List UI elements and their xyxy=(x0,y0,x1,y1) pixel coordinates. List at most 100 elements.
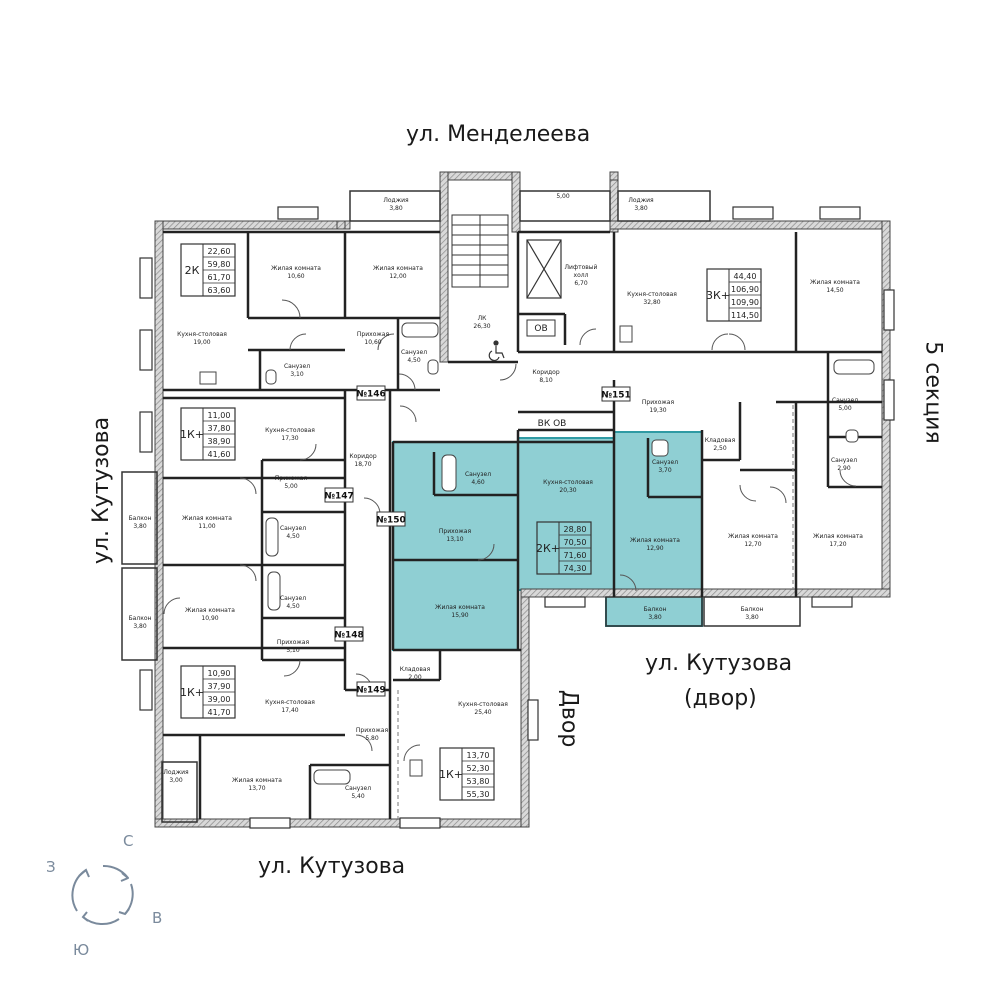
room-area: 18,70 xyxy=(354,461,371,468)
ob-label: ОВ xyxy=(534,324,547,334)
room-name: Жилая комната xyxy=(373,265,423,272)
room-area: 5,00 xyxy=(556,193,570,200)
doors xyxy=(163,299,857,762)
room-area: 15,90 xyxy=(451,612,468,619)
room-area: 5,10 xyxy=(286,647,300,654)
room-area: 12,00 xyxy=(389,273,406,280)
room-area: 2,50 xyxy=(713,445,727,452)
room-area: 25,40 xyxy=(474,709,491,716)
card-area: 109,90 xyxy=(731,298,759,307)
room-area: 3,80 xyxy=(648,614,662,621)
wheelchair-icon xyxy=(488,340,505,361)
apartment-tag[interactable]: №150 xyxy=(376,511,406,527)
room-name: Санузел xyxy=(280,595,306,602)
room-area: 5,80 xyxy=(365,735,379,742)
room-name: Прихожая xyxy=(277,639,310,646)
card-area: 63,60 xyxy=(208,286,231,295)
room-name: Кладовая xyxy=(400,666,431,673)
street-north: ул. Менделеева xyxy=(406,122,591,147)
room-area: 2,00 xyxy=(408,674,422,681)
room-name: Жилая комната xyxy=(630,537,680,544)
stairs xyxy=(451,214,509,288)
room-name: Санузел xyxy=(401,349,427,356)
street-west: ул. Кутузова xyxy=(89,416,115,565)
compass-east: В xyxy=(152,909,163,927)
room-name: Жилая комната xyxy=(435,604,485,611)
room-area: 3,00 xyxy=(169,777,183,784)
room-name: Прихожая xyxy=(357,331,390,338)
room-area: 3,80 xyxy=(133,623,147,630)
utility-labels: ОВ ВК ОВ xyxy=(526,319,567,429)
outer-walls xyxy=(154,171,891,828)
room-area: 5,00 xyxy=(838,405,852,412)
room-area: 17,30 xyxy=(281,435,298,442)
card-area: 59,80 xyxy=(208,260,231,269)
compass-south: Ю xyxy=(73,941,90,959)
card-area: 37,90 xyxy=(208,682,231,691)
card-area: 53,80 xyxy=(467,777,490,786)
room-name: Прихожая xyxy=(642,399,675,406)
room-name: Жилая комната xyxy=(728,533,778,540)
room-area: 2,90 xyxy=(837,465,851,472)
room-name: Лоджия xyxy=(383,197,409,204)
room-area: 3,80 xyxy=(389,205,403,212)
room-area: 3,80 xyxy=(634,205,648,212)
card-area: 114,50 xyxy=(731,311,759,320)
room-area: 3,80 xyxy=(745,614,759,621)
room-area: 10,90 xyxy=(201,615,218,622)
vk-ob-label: ВК ОВ xyxy=(538,419,567,429)
windows xyxy=(139,206,895,829)
room-area: 3,80 xyxy=(133,523,147,530)
street-south: ул. Кутузова xyxy=(258,854,406,879)
room-name: холл xyxy=(574,272,589,279)
apartment-tag[interactable]: №146 xyxy=(356,385,386,401)
apartment-tag[interactable]: №151 xyxy=(601,386,631,402)
room-name: Прихожая xyxy=(356,727,389,734)
room-name: Прихожая xyxy=(439,528,472,535)
balconies xyxy=(121,190,801,823)
room-area: 10,60 xyxy=(364,339,381,346)
apartment-tag[interactable]: №148 xyxy=(334,626,364,642)
room-name: Лоджия xyxy=(628,197,654,204)
street-yard-line2: (двор) xyxy=(684,686,757,711)
card-type: 2К xyxy=(185,264,200,277)
room-area: 13,70 xyxy=(248,785,265,792)
room-name: Жилая комната xyxy=(271,265,321,272)
room-area: 19,30 xyxy=(649,407,666,414)
room-name: Кладовая xyxy=(705,437,736,444)
room-name: Балкон xyxy=(129,515,152,522)
card-area: 52,30 xyxy=(467,764,490,773)
apartment-number: №146 xyxy=(356,390,386,400)
card-area: 13,70 xyxy=(467,751,490,760)
room-area: 4,50 xyxy=(286,533,300,540)
interior-walls xyxy=(163,230,882,819)
room-name: Санузел xyxy=(280,525,306,532)
compass-west: З xyxy=(46,858,56,876)
card-area: 11,00 xyxy=(208,411,231,420)
room-name: Балкон xyxy=(741,606,764,613)
room-area: 17,40 xyxy=(281,707,298,714)
room-name: Кухня-столовая xyxy=(265,699,315,706)
room-area: 20,30 xyxy=(559,487,576,494)
room-area: 3,70 xyxy=(658,467,672,474)
room-name: Коридор xyxy=(532,369,559,376)
room-name: Лифтовый xyxy=(565,264,598,271)
room-area: 4,50 xyxy=(407,357,421,364)
card-area: 41,60 xyxy=(208,450,231,459)
apartment-tag[interactable]: №149 xyxy=(356,681,386,697)
room-name: Кухня-столовая xyxy=(265,427,315,434)
room-area: 4,60 xyxy=(471,479,485,486)
section-dividers xyxy=(397,405,794,819)
room-name: ЛК xyxy=(478,315,488,322)
room-name: Жилая комната xyxy=(185,607,235,614)
room-name: Жилая комната xyxy=(810,279,860,286)
room-area: 11,00 xyxy=(198,523,215,530)
room-area: 32,80 xyxy=(643,299,660,306)
room-name: Балкон xyxy=(129,615,152,622)
card-area: 37,80 xyxy=(208,424,231,433)
apartment-tag[interactable]: №147 xyxy=(324,487,354,503)
room-name: Санузел xyxy=(831,457,857,464)
